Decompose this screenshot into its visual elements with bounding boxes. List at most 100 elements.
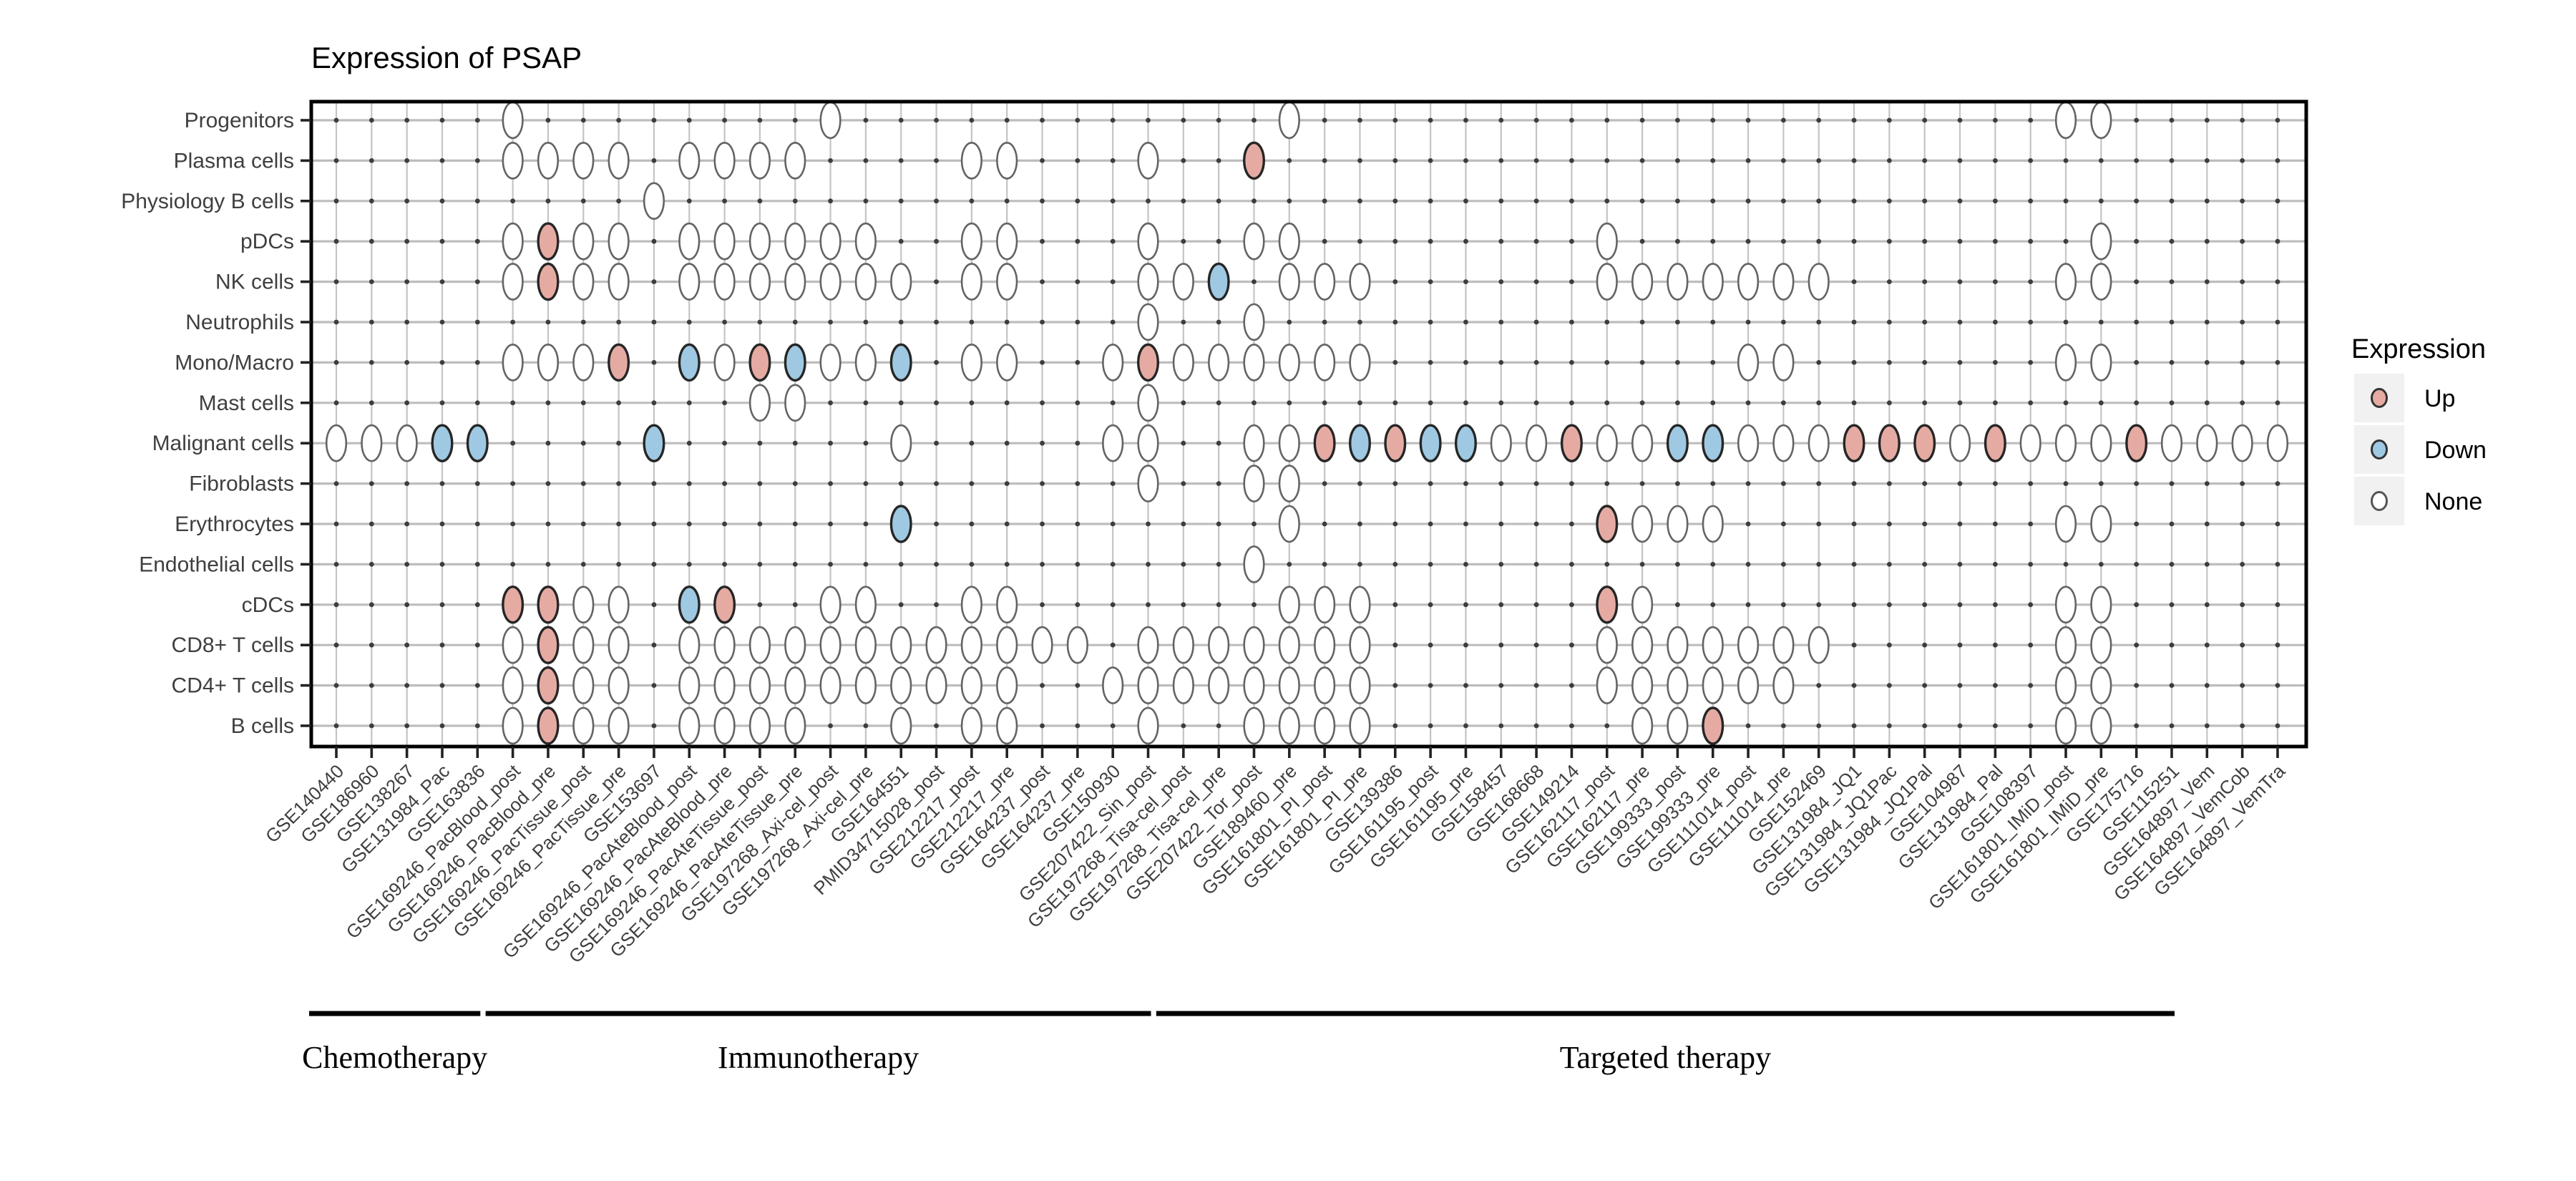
grid-intersection-dot	[1992, 642, 1998, 648]
grid-intersection-dot	[616, 198, 622, 204]
grid-intersection-dot	[863, 440, 869, 446]
grid-intersection-dot	[792, 521, 798, 527]
grid-intersection-dot	[1604, 319, 1610, 325]
expression-dot-none	[1137, 424, 1159, 462]
grid-intersection-dot	[439, 683, 445, 688]
grid-intersection-dot	[934, 723, 939, 729]
expression-dot-none	[1137, 263, 1159, 301]
grid-intersection-dot	[2063, 238, 2069, 244]
grid-intersection-dot	[2204, 158, 2210, 163]
grid-intersection-dot	[1428, 521, 1433, 527]
grid-intersection-dot	[474, 562, 480, 567]
grid-intersection-dot	[404, 562, 410, 567]
grid-intersection-dot	[2169, 360, 2175, 365]
expression-dot-none	[784, 142, 806, 180]
grid-intersection-dot	[369, 642, 374, 648]
grid-intersection-dot	[1498, 602, 1504, 608]
grid-intersection-dot	[651, 723, 657, 729]
grid-intersection-dot	[2169, 642, 2175, 648]
expression-dot-none	[608, 263, 630, 301]
expression-dot-none	[748, 384, 771, 422]
grid-intersection-dot	[1781, 400, 1786, 406]
grid-intersection-dot	[1075, 319, 1080, 325]
grid-intersection-dot	[651, 602, 657, 608]
grid-intersection-dot	[1110, 117, 1116, 123]
grid-intersection-dot	[616, 521, 622, 527]
expression-dot-down	[889, 505, 912, 543]
grid-intersection-dot	[1533, 279, 1539, 284]
grid-intersection-dot	[934, 521, 939, 527]
y-axis-label: Malignant cells	[152, 432, 294, 455]
grid-intersection-dot	[2169, 562, 2175, 567]
expression-dot-none	[1667, 263, 1689, 301]
grid-intersection-dot	[1569, 198, 1574, 204]
grid-intersection-dot	[969, 481, 975, 486]
grid-intersection-dot	[2098, 158, 2104, 163]
grid-intersection-dot	[1428, 279, 1433, 284]
expression-dot-none	[1278, 505, 1300, 543]
grid-intersection-dot	[757, 440, 763, 446]
grid-intersection-dot	[1675, 319, 1680, 325]
grid-intersection-dot	[1252, 279, 1257, 284]
grid-intersection-dot	[1146, 198, 1151, 204]
grid-intersection-dot	[2275, 279, 2280, 284]
expression-dot-none	[2090, 505, 2112, 543]
grid-intersection-dot	[757, 319, 763, 325]
grid-intersection-dot	[1040, 117, 1045, 123]
expression-dot-none	[1667, 706, 1689, 745]
expression-dot-none	[1702, 666, 1724, 704]
grid-intersection-dot	[404, 238, 410, 244]
grid-intersection-dot	[1463, 319, 1468, 325]
grid-intersection-dot	[1957, 198, 1963, 204]
grid-intersection-dot	[1604, 481, 1610, 486]
grid-intersection-dot	[2204, 319, 2210, 325]
legend-title: Expression	[2351, 334, 2486, 364]
grid-intersection-dot	[1745, 521, 1751, 527]
grid-intersection-dot	[2028, 723, 2034, 729]
grid-intersection-dot	[1675, 562, 1680, 567]
grid-intersection-dot	[1287, 319, 1292, 325]
grid-intersection-dot	[1040, 562, 1045, 567]
grid-intersection-dot	[2134, 683, 2140, 688]
grid-intersection-dot	[1216, 117, 1221, 123]
grid-intersection-dot	[1146, 521, 1151, 527]
grid-intersection-dot	[1781, 521, 1786, 527]
y-axis-label: Progenitors	[185, 109, 294, 132]
grid-intersection-dot	[898, 481, 904, 486]
grid-intersection-dot	[969, 521, 975, 527]
grid-intersection-dot	[651, 562, 657, 567]
grid-intersection-dot	[1463, 400, 1468, 406]
grid-intersection-dot	[2240, 602, 2245, 608]
expression-dot-up	[502, 585, 525, 624]
grid-intersection-dot	[934, 400, 939, 406]
expression-dot-none	[1278, 263, 1300, 301]
expression-dot-down	[784, 343, 806, 382]
grid-intersection-dot	[1886, 238, 1892, 244]
grid-intersection-dot	[1357, 481, 1362, 486]
grid-intersection-dot	[686, 319, 692, 325]
expression-dot-none	[996, 585, 1018, 624]
expression-dot-none	[1208, 344, 1230, 381]
grid-intersection-dot	[510, 562, 516, 567]
grid-intersection-dot	[474, 723, 480, 729]
grid-intersection-dot	[369, 360, 374, 365]
expression-dot-none	[996, 626, 1018, 664]
grid-intersection-dot	[1569, 723, 1574, 729]
expression-dot-none	[537, 344, 560, 381]
grid-intersection-dot	[474, 521, 480, 527]
grid-intersection-dot	[792, 481, 798, 486]
grid-intersection-dot	[934, 602, 939, 608]
therapy-group-label: Targeted therapy	[1560, 1040, 1771, 1075]
grid-intersection-dot	[1075, 360, 1080, 365]
grid-intersection-dot	[1357, 117, 1362, 123]
grid-intersection-dot	[1957, 481, 1963, 486]
grid-intersection-dot	[1886, 723, 1892, 729]
grid-intersection-dot	[1075, 400, 1080, 406]
expression-dot-none	[784, 263, 806, 301]
expression-dot-none	[2090, 585, 2112, 624]
grid-intersection-dot	[474, 400, 480, 406]
grid-intersection-dot	[1146, 602, 1151, 608]
expression-dot-none	[2054, 706, 2077, 745]
grid-intersection-dot	[333, 481, 339, 486]
grid-intersection-dot	[1040, 481, 1045, 486]
